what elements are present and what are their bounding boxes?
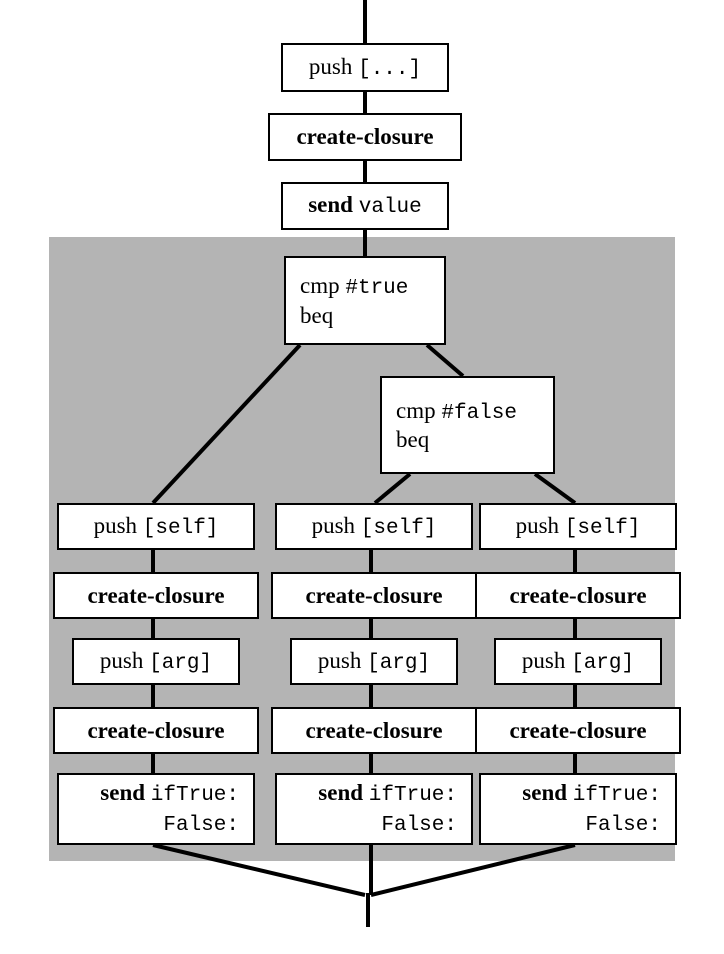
token-mono: False: bbox=[163, 814, 239, 837]
edge-cmp-true-to-cmp-false bbox=[425, 343, 465, 378]
token-mono: #false bbox=[441, 401, 517, 425]
token-mono: value bbox=[358, 196, 422, 220]
node-col1-send-iftruefalse[interactable]: send ifTrue: False: bbox=[57, 773, 255, 845]
node-col3-push-arg[interactable]: push [arg] bbox=[494, 638, 662, 685]
token-bold: create-closure bbox=[296, 124, 434, 150]
node-col2-send-iftruefalse[interactable]: send ifTrue: False: bbox=[275, 773, 473, 845]
node-col1-create-closure-2[interactable]: create-closure bbox=[53, 707, 259, 754]
node-col1-push-self[interactable]: push [self] bbox=[57, 503, 255, 550]
node-col3-send-iftruefalse[interactable]: send ifTrue: False: bbox=[479, 773, 677, 845]
node-cmp-false-line-1: cmp #false bbox=[382, 397, 553, 427]
node-col1-push-self-line-1: push [self] bbox=[59, 512, 253, 542]
node-col2-push-arg[interactable]: push [arg] bbox=[290, 638, 458, 685]
token-bold: create-closure bbox=[305, 582, 443, 608]
node-col3-push-self[interactable]: push [self] bbox=[479, 503, 677, 550]
node-col1-push-arg-line-1: push [arg] bbox=[74, 647, 238, 677]
token-mono: ifTrue: bbox=[150, 784, 239, 808]
node-col1-send-iftruefalse-line-1: send ifTrue: bbox=[59, 779, 253, 809]
token-bold: create-closure bbox=[87, 582, 225, 608]
edge-cmp-false-to-col3 bbox=[533, 472, 577, 505]
token-mono: [self] bbox=[360, 516, 437, 540]
node-col2-push-self-line-1: push [self] bbox=[277, 512, 471, 542]
token-serif: push bbox=[308, 53, 359, 79]
node-col1-create-closure-2-line-1: create-closure bbox=[55, 717, 257, 744]
edge-col1-to-merge bbox=[152, 843, 366, 897]
node-col1-send-iftruefalse-line-2: False: bbox=[59, 809, 253, 839]
token-bold: send bbox=[308, 192, 359, 218]
token-bold: create-closure bbox=[305, 717, 443, 743]
token-serif: push bbox=[99, 647, 150, 673]
node-create-closure-top-line-1: create-closure bbox=[270, 123, 460, 150]
token-serif: beq bbox=[300, 302, 334, 328]
token-mono: #true bbox=[345, 277, 409, 301]
node-col1-push-arg[interactable]: push [arg] bbox=[72, 638, 240, 685]
node-col1-create-closure-1[interactable]: create-closure bbox=[53, 572, 259, 619]
token-bold: create-closure bbox=[509, 582, 647, 608]
edge-cmp-false-to-col2 bbox=[373, 472, 412, 505]
node-col2-send-iftruefalse-line-1: send ifTrue: bbox=[277, 779, 471, 809]
token-bold: send bbox=[522, 780, 573, 806]
token-serif: cmp bbox=[396, 397, 442, 423]
node-send-value[interactable]: send value bbox=[281, 182, 449, 230]
token-mono: [arg] bbox=[149, 651, 213, 675]
token-serif: push bbox=[93, 512, 143, 538]
node-col3-send-iftruefalse-line-1: send ifTrue: bbox=[481, 779, 675, 809]
node-col3-push-arg-line-1: push [arg] bbox=[496, 647, 660, 677]
token-mono: ifTrue: bbox=[368, 784, 457, 808]
edge-cmp-true-to-col1 bbox=[151, 343, 302, 505]
node-send-value-line-1: send value bbox=[283, 191, 447, 221]
edge-col3-to-merge bbox=[370, 843, 576, 897]
token-mono: False: bbox=[381, 814, 457, 837]
token-bold: send bbox=[100, 780, 151, 806]
token-bold: create-closure bbox=[87, 717, 225, 743]
token-serif: cmp bbox=[300, 273, 346, 299]
token-mono: [arg] bbox=[367, 651, 431, 675]
node-create-closure-top[interactable]: create-closure bbox=[268, 113, 462, 161]
token-serif: push bbox=[521, 647, 572, 673]
node-col1-create-closure-1-line-1: create-closure bbox=[55, 582, 257, 609]
node-col2-create-closure-1[interactable]: create-closure bbox=[271, 572, 477, 619]
node-push-literal-line-1: push [...] bbox=[283, 53, 447, 83]
node-col3-create-closure-2-line-1: create-closure bbox=[477, 717, 679, 744]
node-col3-send-iftruefalse-line-2: False: bbox=[481, 809, 675, 839]
token-mono: [arg] bbox=[571, 651, 635, 675]
node-col2-push-self[interactable]: push [self] bbox=[275, 503, 473, 550]
token-bold: create-closure bbox=[509, 717, 647, 743]
node-cmp-false-line-2: beq bbox=[382, 426, 553, 453]
node-col2-create-closure-2-line-1: create-closure bbox=[273, 717, 475, 744]
node-col3-create-closure-1[interactable]: create-closure bbox=[475, 572, 681, 619]
token-serif: beq bbox=[396, 427, 430, 453]
token-mono: [self] bbox=[564, 516, 641, 540]
node-col3-create-closure-2[interactable]: create-closure bbox=[475, 707, 681, 754]
token-mono: [self] bbox=[142, 516, 219, 540]
node-cmp-true-line-2: beq bbox=[286, 302, 444, 329]
node-col2-create-closure-1-line-1: create-closure bbox=[273, 582, 475, 609]
token-mono: False: bbox=[585, 814, 661, 837]
token-mono: ifTrue: bbox=[572, 784, 661, 808]
node-cmp-true-line-1: cmp #true bbox=[286, 272, 444, 302]
token-serif: push bbox=[515, 512, 565, 538]
node-push-literal[interactable]: push [...] bbox=[281, 43, 449, 92]
token-bold: send bbox=[318, 780, 369, 806]
node-col3-push-self-line-1: push [self] bbox=[481, 512, 675, 542]
node-col2-send-iftruefalse-line-2: False: bbox=[277, 809, 471, 839]
token-serif: push bbox=[311, 512, 361, 538]
node-col2-create-closure-2[interactable]: create-closure bbox=[271, 707, 477, 754]
node-col3-create-closure-1-line-1: create-closure bbox=[477, 582, 679, 609]
node-col2-push-arg-line-1: push [arg] bbox=[292, 647, 456, 677]
token-mono: [...] bbox=[358, 57, 422, 81]
token-serif: push bbox=[317, 647, 368, 673]
